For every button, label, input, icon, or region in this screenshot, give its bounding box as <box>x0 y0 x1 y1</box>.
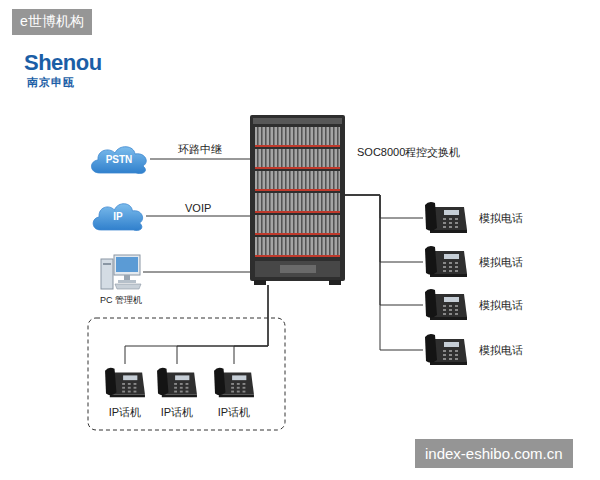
phone-icon <box>103 364 147 402</box>
node-label: IP <box>113 211 122 222</box>
brand-logo: Shenou <box>24 50 102 76</box>
connector-layer <box>125 159 423 364</box>
connector-line <box>125 285 268 364</box>
analog-phone: 模拟电话 <box>423 285 523 325</box>
pc-icon <box>99 253 143 291</box>
node-label: 模拟电话 <box>479 343 523 358</box>
phone-icon <box>423 198 469 238</box>
connector-line <box>345 195 423 350</box>
node-label: IP话机 <box>161 405 193 420</box>
ip-phone-group-frame <box>88 318 285 430</box>
node-label: PSTN <box>106 154 133 165</box>
node-label: 模拟电话 <box>479 298 523 313</box>
network-cloud: PSTN <box>88 144 150 174</box>
analog-phone: 模拟电话 <box>423 242 523 282</box>
watermark: index-eshibo.com.cn <box>415 439 573 468</box>
analog-phone: 模拟电话 <box>423 198 523 238</box>
ip-phone: IP话机 <box>103 364 147 420</box>
ip-phone: IP话机 <box>212 364 256 420</box>
connector-line <box>177 285 268 364</box>
connector-line <box>345 195 423 218</box>
connector-line <box>345 195 423 305</box>
watermark: e世博机构 <box>12 9 92 35</box>
phone-icon <box>155 364 199 402</box>
connector-line <box>345 195 423 262</box>
node-label: 模拟电话 <box>479 255 523 270</box>
ip-phone: IP话机 <box>155 364 199 420</box>
phone-icon <box>423 285 469 325</box>
connector-label: VOIP <box>183 202 213 214</box>
node-label: 模拟电话 <box>479 211 523 226</box>
phone-icon <box>423 242 469 282</box>
connector-line <box>150 159 250 160</box>
network-cloud: IP <box>90 201 146 231</box>
switch-cabinet <box>250 115 345 285</box>
switch-cabinet-node: SOC8000程控交换机 <box>250 115 345 285</box>
node-label: SOC8000程控交换机 <box>357 145 460 160</box>
phone-icon <box>212 364 256 402</box>
phone-icon <box>423 330 469 370</box>
brand-subtitle: 南京申瓯 <box>27 75 75 90</box>
node-label: IP话机 <box>109 405 141 420</box>
analog-phone: 模拟电话 <box>423 330 523 370</box>
node-label: IP话机 <box>218 405 250 420</box>
pc-node: PC 管理机 <box>99 253 143 307</box>
connector-line <box>234 285 268 364</box>
connector-line <box>146 216 250 217</box>
connector-line <box>143 272 250 273</box>
node-label: PC 管理机 <box>100 294 142 307</box>
connector-label: 环路中继 <box>176 142 224 157</box>
